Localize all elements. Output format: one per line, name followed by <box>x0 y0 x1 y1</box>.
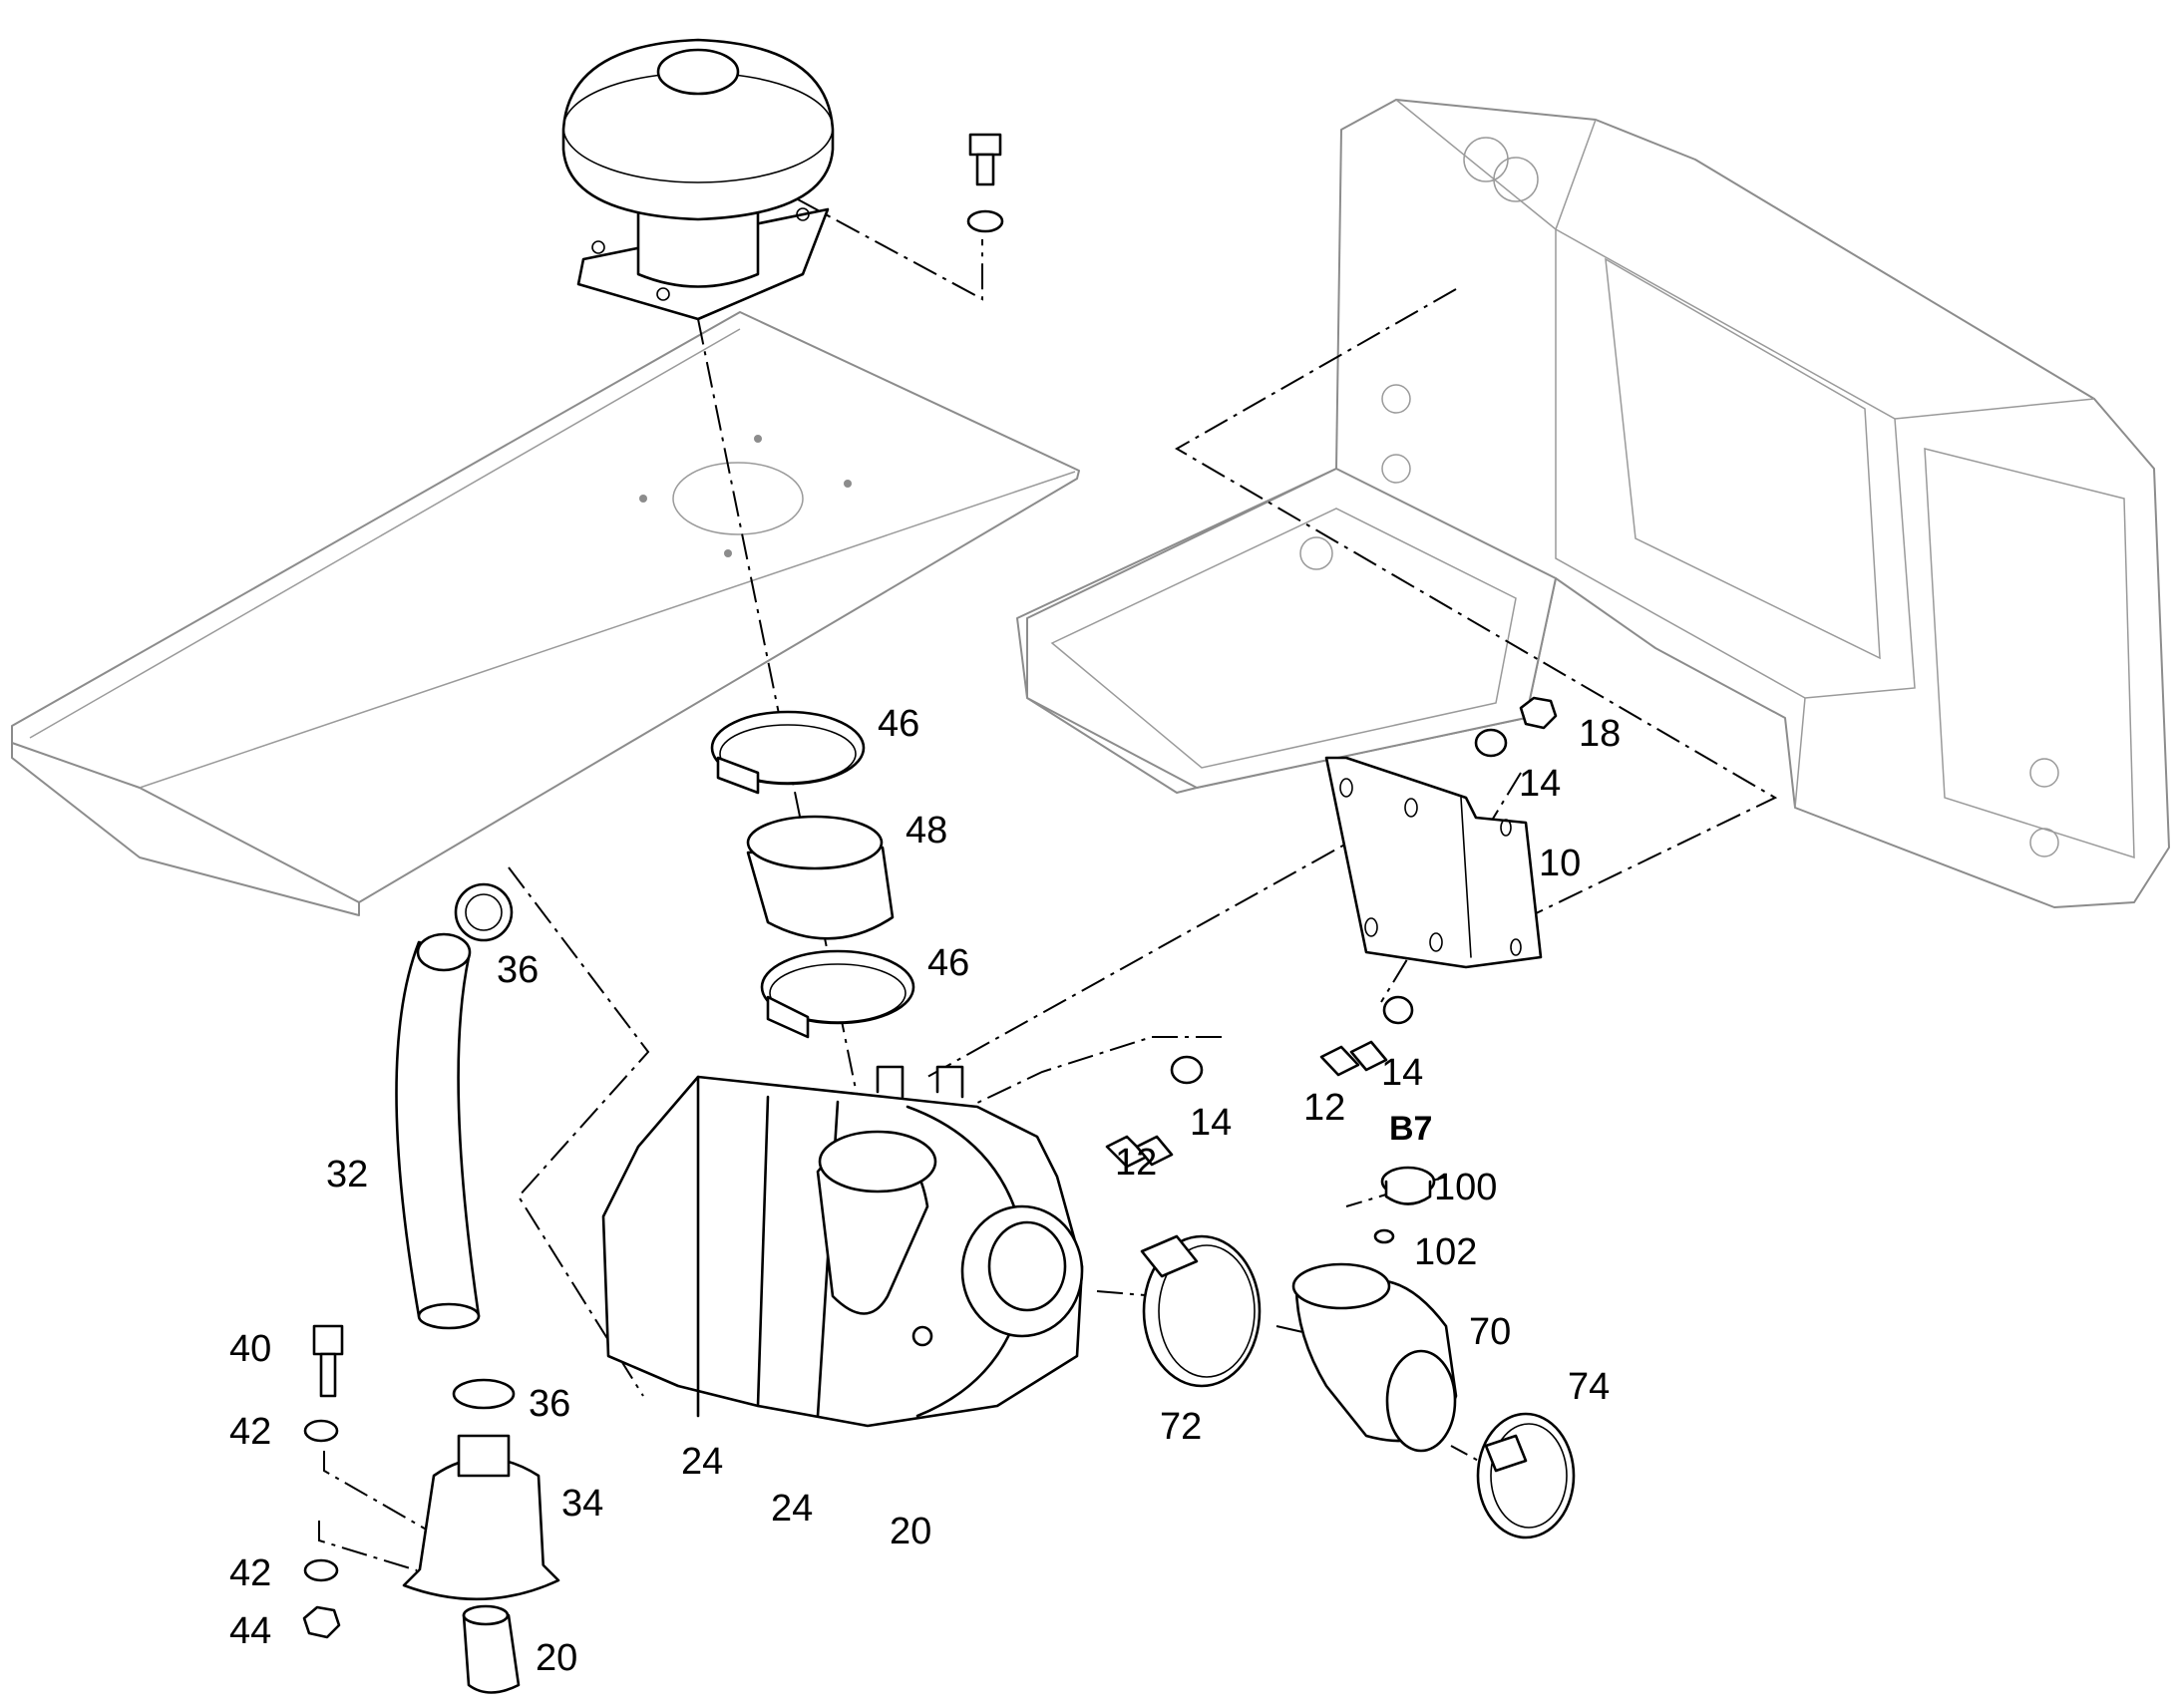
label-36-bottom: 36 <box>529 1383 570 1425</box>
bent-hose-32 <box>395 932 481 1330</box>
label-48: 48 <box>906 810 947 852</box>
label-46-top: 46 <box>878 703 919 745</box>
label-40: 40 <box>229 1328 271 1370</box>
mounting-bracket-10 <box>1324 756 1543 969</box>
label-32: 32 <box>326 1154 368 1196</box>
label-b7: B7 <box>1389 1110 1432 1148</box>
washer-14-a <box>1474 728 1508 758</box>
washer-42-a <box>303 1419 339 1443</box>
label-24-b: 24 <box>771 1488 813 1530</box>
bolt-40 <box>312 1324 344 1398</box>
hose-clamp-74 <box>1476 1412 1576 1539</box>
hose-clamp-36-top <box>454 882 514 942</box>
dust-valve-34 <box>402 1434 560 1601</box>
label-36-top: 36 <box>497 949 539 991</box>
washer-14-c <box>1170 1055 1204 1085</box>
bolt-12-b <box>1319 1040 1388 1077</box>
label-18: 18 <box>1579 713 1621 755</box>
label-70: 70 <box>1469 1311 1511 1353</box>
sensor-b7-100 <box>1380 1166 1436 1205</box>
chassis-frame <box>1016 99 2170 908</box>
label-44: 44 <box>229 1610 271 1652</box>
hose-clamp-72 <box>1140 1234 1262 1388</box>
bolt-12-a <box>1105 1135 1174 1169</box>
nut-44 <box>302 1605 341 1639</box>
label-24-a: 24 <box>681 1441 723 1483</box>
label-42-b: 42 <box>229 1552 271 1594</box>
washer-42-b <box>303 1558 339 1582</box>
rubber-elbow-70 <box>1291 1262 1458 1453</box>
hood-panel <box>11 311 1080 916</box>
label-74: 74 <box>1568 1366 1610 1408</box>
label-102: 102 <box>1414 1231 1477 1273</box>
plug-102 <box>1373 1228 1395 1244</box>
label-72: 72 <box>1160 1406 1202 1448</box>
outlet-nozzle-20 <box>462 1604 521 1694</box>
nut-18 <box>1519 696 1558 730</box>
hose-clamp-36-bottom <box>452 1378 516 1410</box>
label-12-b: 12 <box>1115 1142 1157 1184</box>
air-filter-housing-20 <box>601 1065 1084 1428</box>
hose-clamp-46-bottom <box>760 949 915 1039</box>
label-20-main: 20 <box>890 1511 931 1552</box>
washer-14-b <box>1382 995 1414 1025</box>
label-14-a: 14 <box>1519 763 1561 805</box>
rain-cap <box>561 38 835 321</box>
label-34: 34 <box>561 1483 603 1525</box>
cap-bolt <box>966 133 1004 233</box>
label-14-c: 14 <box>1190 1102 1232 1144</box>
hose-sleeve-48 <box>746 815 895 940</box>
hose-clamp-46-top <box>710 710 866 795</box>
label-10: 10 <box>1539 843 1581 884</box>
label-20-bottom: 20 <box>536 1637 577 1679</box>
label-100: 100 <box>1434 1167 1497 1208</box>
label-46-bottom: 46 <box>927 942 969 984</box>
label-12-a: 12 <box>1303 1087 1345 1129</box>
label-42-a: 42 <box>229 1411 271 1453</box>
label-14-b: 14 <box>1381 1052 1423 1094</box>
callout-labels: 46 48 46 36 32 40 42 36 34 42 44 20 24 2… <box>229 703 1621 1679</box>
